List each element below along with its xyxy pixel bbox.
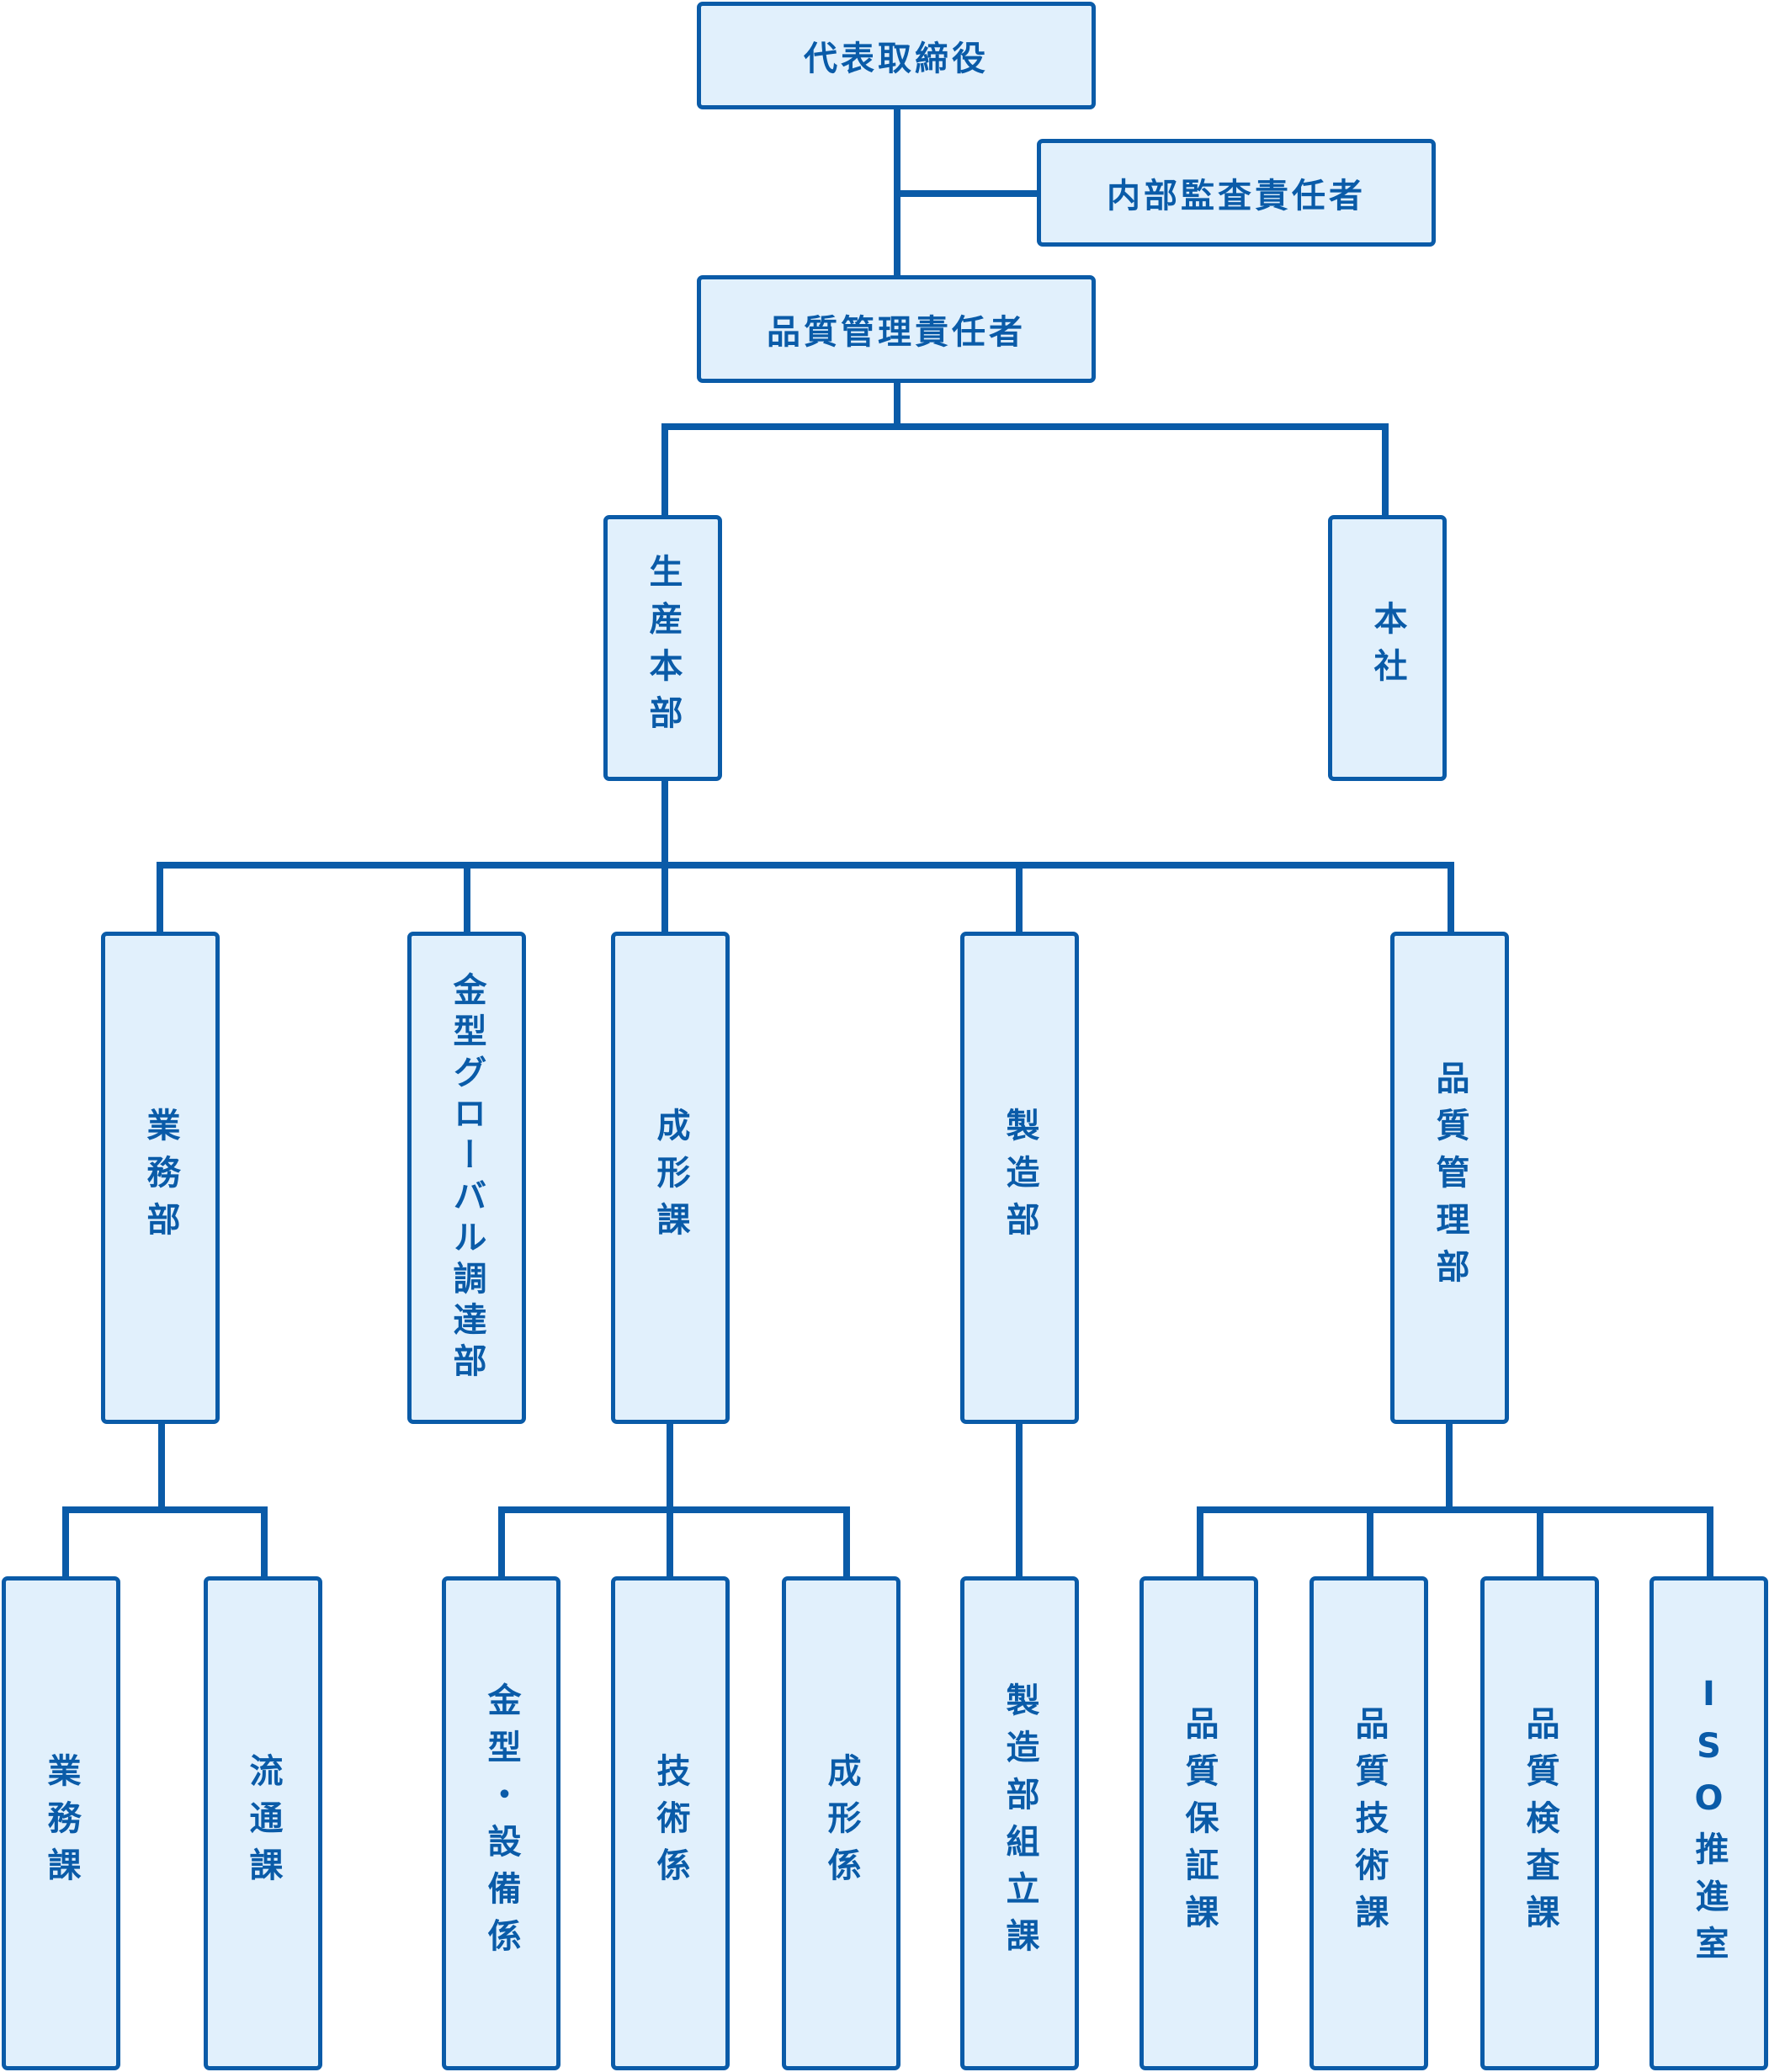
connector-line	[157, 862, 1454, 869]
iso-promotion-office-box: ISO推進室	[1649, 1576, 1768, 2070]
technical-unit-box: 技術係	[611, 1576, 730, 2070]
head-office-box: 本社	[1328, 515, 1447, 781]
connector-line	[1382, 423, 1389, 518]
connector-line	[158, 1422, 165, 1513]
production-hq-box: 生産本部	[603, 515, 722, 781]
ceo-box: 代表取締役	[697, 2, 1096, 109]
connector-line	[1197, 1506, 1713, 1513]
connector-line	[1448, 862, 1454, 934]
connector-line	[157, 862, 163, 934]
connector-line	[661, 778, 668, 934]
connector-line	[498, 1506, 850, 1513]
connector-line	[261, 1506, 268, 1579]
connector-line	[1197, 1506, 1203, 1579]
connector-line	[464, 862, 470, 934]
connector-line	[894, 190, 1037, 197]
connector-line	[1016, 862, 1023, 934]
mold-equipment-unit-box: 金型・設備係	[442, 1576, 560, 2070]
molding-section-box: 成形課	[611, 932, 730, 1424]
connector-line	[62, 1506, 69, 1579]
quality-assurance-section-box: 品質保証課	[1139, 1576, 1258, 2070]
connector-line	[1707, 1506, 1713, 1579]
quality-technology-section-box: 品質技術課	[1309, 1576, 1428, 2070]
connector-line	[498, 1506, 505, 1579]
quality-manager-box: 品質管理責任者	[697, 275, 1096, 383]
internal-auditor-box: 内部監査責任者	[1037, 139, 1436, 247]
business-section-box: 業務課	[2, 1576, 120, 2070]
distribution-section-box: 流通課	[204, 1576, 322, 2070]
connector-line	[843, 1506, 850, 1579]
manufacturing-dept-box: 製造部	[960, 932, 1079, 1424]
quality-control-dept-box: 品質管理部	[1390, 932, 1509, 1424]
connector-line	[661, 423, 1389, 430]
connector-line	[1537, 1506, 1543, 1579]
connector-line	[1367, 1506, 1373, 1579]
assembly-section-box: 製造部組立課	[960, 1576, 1079, 2070]
connector-line	[62, 1506, 268, 1513]
business-dept-box: 業務部	[101, 932, 220, 1424]
connector-line	[1016, 1422, 1023, 1579]
connector-line	[894, 383, 900, 427]
connector-line	[667, 1422, 673, 1579]
molding-unit-box: 成形係	[782, 1576, 900, 2070]
quality-inspection-section-box: 品質検査課	[1480, 1576, 1599, 2070]
connector-line	[1446, 1422, 1453, 1513]
connector-line	[661, 423, 668, 518]
mold-procurement-dept-box: 金型グローバル調達部	[407, 932, 526, 1424]
